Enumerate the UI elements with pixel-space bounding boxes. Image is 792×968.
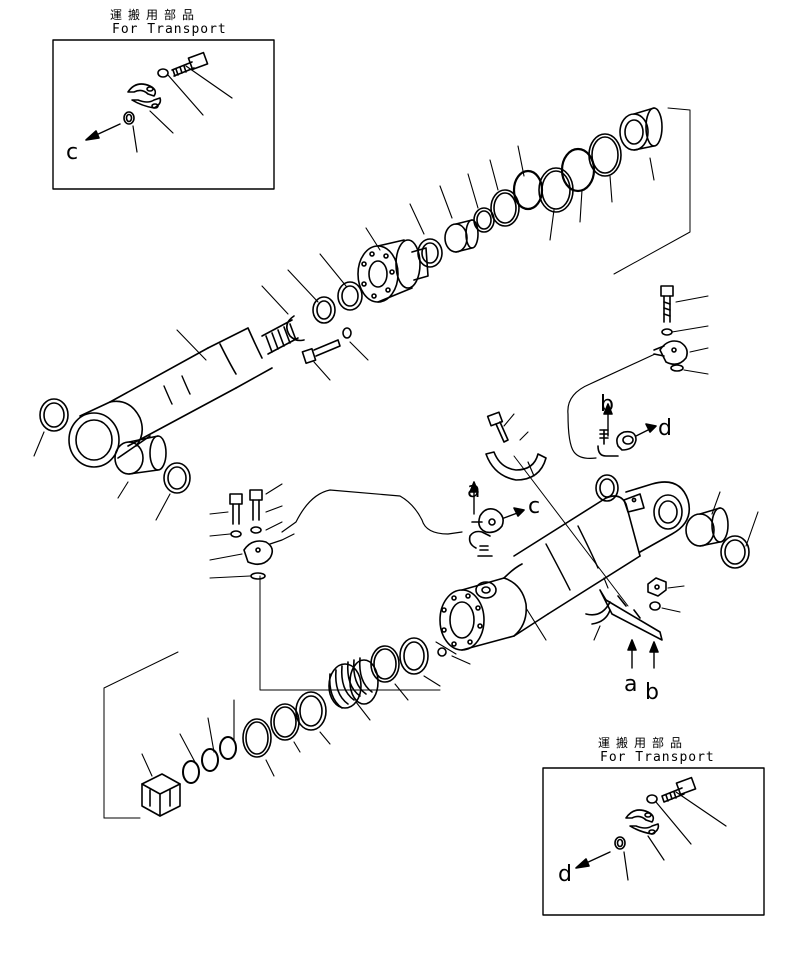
piston-icon — [619, 107, 663, 151]
washer-icon — [157, 68, 169, 78]
washer-icon — [230, 530, 242, 538]
seal-icon — [595, 474, 619, 502]
ring-icon — [614, 836, 626, 850]
ring-icon — [399, 637, 429, 675]
washer-icon — [646, 794, 658, 804]
center-band-clamp — [281, 411, 547, 557]
transport-title-jp-2: 運搬用部品 — [598, 736, 689, 750]
thread-icon — [261, 319, 299, 355]
ring-icon — [182, 760, 200, 784]
bushing-icon — [685, 507, 729, 547]
callout-a-upper: a — [467, 478, 481, 503]
flange-fitting-icon — [471, 508, 504, 534]
callout-b-lower: b — [645, 680, 659, 705]
clamp-icon — [625, 809, 660, 835]
ring-icon — [201, 748, 219, 772]
ring-icon — [417, 238, 443, 268]
seal-icon — [163, 462, 191, 494]
bolt-icon — [660, 285, 674, 323]
bolt-icon — [171, 51, 209, 77]
cylinder-flange-icon — [439, 577, 528, 651]
transport-title-en-2: For Transport — [600, 750, 715, 765]
elbow-fitting-icon — [468, 530, 493, 557]
o-ring-icon — [670, 364, 684, 372]
rod-body — [109, 347, 237, 447]
piston-nut-icon — [141, 773, 181, 817]
transport-title-en-1: For Transport — [112, 22, 227, 37]
flange-icon — [243, 540, 274, 566]
clamp-icon — [127, 83, 162, 109]
bolt-icon — [249, 489, 263, 521]
bracket-ab — [513, 455, 685, 669]
packing-ring-icon — [312, 296, 336, 324]
ring-icon — [490, 189, 520, 227]
washer-icon — [661, 328, 673, 336]
ring-icon — [538, 167, 574, 213]
rod-assembly — [33, 107, 691, 521]
callout-a-lower: a — [624, 672, 638, 697]
callout-d-box: d — [558, 862, 572, 887]
washer-icon — [649, 601, 661, 611]
flange-icon — [653, 340, 688, 366]
callout-c-box: c — [66, 140, 79, 165]
bolt-icon — [301, 339, 341, 365]
hose-detail-right — [567, 285, 709, 459]
ring-icon — [370, 645, 400, 683]
seal-icon — [720, 535, 750, 569]
transport-title-jp-1: 運搬用部品 — [110, 8, 201, 22]
callout-c-upper: c — [528, 494, 541, 519]
bushing-icon — [444, 219, 479, 253]
ring-icon — [512, 169, 544, 211]
ring-icon — [123, 111, 135, 125]
plug-icon — [437, 647, 447, 657]
rod-eye-icon — [68, 400, 151, 468]
clevis-icon — [623, 481, 691, 553]
hose-detail-left — [209, 483, 295, 580]
band-icon — [485, 451, 547, 481]
washer-icon — [250, 526, 262, 534]
ring-icon — [242, 718, 272, 758]
ring-icon — [295, 691, 327, 731]
tube-assembly — [103, 474, 759, 819]
bolt-icon — [486, 411, 509, 443]
callout-d-upper: d — [658, 416, 672, 441]
bolt-icon — [229, 493, 243, 525]
ring-icon — [588, 133, 622, 177]
ring-icon — [270, 703, 300, 741]
seal-icon — [39, 398, 69, 432]
cylinder-head-icon — [357, 239, 429, 303]
ring-icon — [219, 736, 237, 760]
transport-box-1 — [52, 39, 275, 190]
snap-ring-icon — [286, 315, 305, 342]
bushing-icon — [114, 435, 167, 475]
elbow-fitting-icon — [597, 429, 619, 457]
transport-box-2 — [542, 767, 765, 916]
packing-ring-icon — [337, 281, 363, 311]
o-ring-icon — [250, 572, 266, 580]
clamp-icon — [616, 430, 637, 451]
bolt-icon — [661, 776, 697, 803]
washer-icon — [342, 327, 352, 339]
nut-icon — [647, 577, 667, 597]
callout-b-upper: b — [600, 392, 614, 417]
